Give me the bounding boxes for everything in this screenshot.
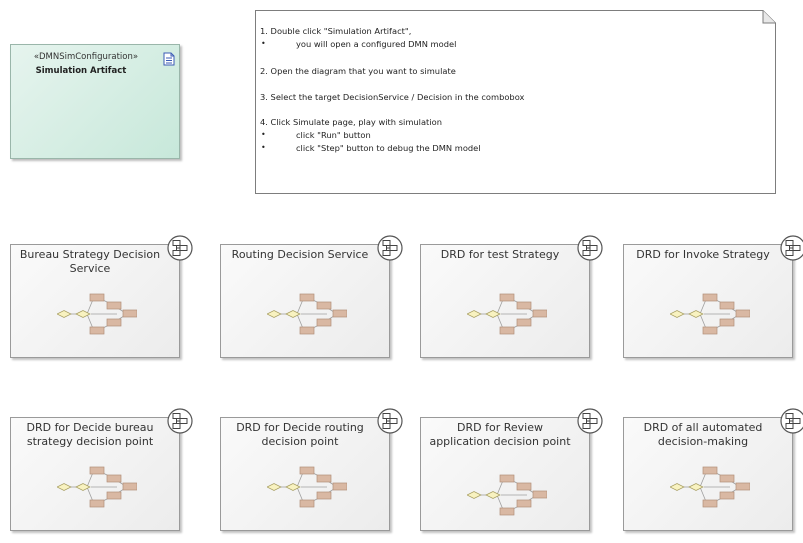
diagram-link-icon[interactable] [780,235,803,261]
note-bullet-1: you will open a configured DMN model [296,39,457,49]
note-step-4: 4. Click Simulate page, play with simula… [260,117,442,127]
drd-thumbnail [467,293,547,335]
artifact-name: Simulation Artifact [35,66,127,76]
diagram-link-icon[interactable] [577,235,603,261]
note-step-3: 3. Select the target DecisionService / D… [260,92,525,102]
diagram-reference[interactable]: DRD for Decide routing decision point [220,408,403,531]
diagram-title: Routing Decision Service [231,248,369,261]
diagram-reference[interactable]: DRD for test Strategy [420,235,603,358]
diagram-reference[interactable]: DRD for Invoke Strategy [623,235,803,358]
note-step-1: 1. Double click "Simulation Artifact", [260,26,412,36]
diagram-link-icon[interactable] [167,235,193,261]
drd-thumbnail [670,466,750,508]
diagram-reference[interactable]: DRD of all automated decision-making [623,408,803,531]
instructions-note[interactable]: 1. Double click "Simulation Artifact", •… [255,10,776,194]
diagram-title: DRD of all automated decision-making [643,421,763,448]
drd-thumbnail [57,293,137,335]
diagram-title: DRD for Review application decision poin… [429,421,571,448]
note-bullet-2: click "Run" button [296,130,371,140]
drd-thumbnail [57,466,137,508]
diagram-link-icon[interactable] [167,408,193,434]
note-bullet-3: click "Step" button to debug the DMN mod… [296,143,481,153]
diagram-title: Bureau Strategy Decision Service [19,248,161,275]
diagram-link-icon[interactable] [377,408,403,434]
drd-thumbnail [670,293,750,335]
artifact-stereotype: «DMNSimConfiguration» [33,52,139,62]
diagram-reference[interactable]: Bureau Strategy Decision Service [10,235,193,358]
drd-thumbnail [267,466,347,508]
diagram-link-icon[interactable] [780,408,803,434]
drd-thumbnail [467,474,547,516]
diagram-link-icon[interactable] [577,408,603,434]
diagram-title: DRD for test Strategy [440,248,560,261]
note-bullet-marker: • [261,143,266,152]
simulation-artifact[interactable]: «DMNSimConfiguration» Simulation Artifac… [10,44,180,159]
diagram-link-icon[interactable] [377,235,403,261]
note-bullet-marker: • [261,39,266,48]
document-icon [163,51,175,70]
diagram-title: DRD for Decide routing decision point [236,421,364,448]
note-step-2: 2. Open the diagram that you want to sim… [260,66,456,76]
diagram-title: DRD for Invoke Strategy [636,248,770,261]
note-bullet-marker: • [261,130,266,139]
diagram-reference[interactable]: DRD for Review application decision poin… [420,408,603,531]
diagram-title: DRD for Decide bureau strategy decision … [26,421,154,448]
drd-thumbnail [267,293,347,335]
diagram-reference[interactable]: DRD for Decide bureau strategy decision … [10,408,193,531]
diagram-reference[interactable]: Routing Decision Service [220,235,403,358]
